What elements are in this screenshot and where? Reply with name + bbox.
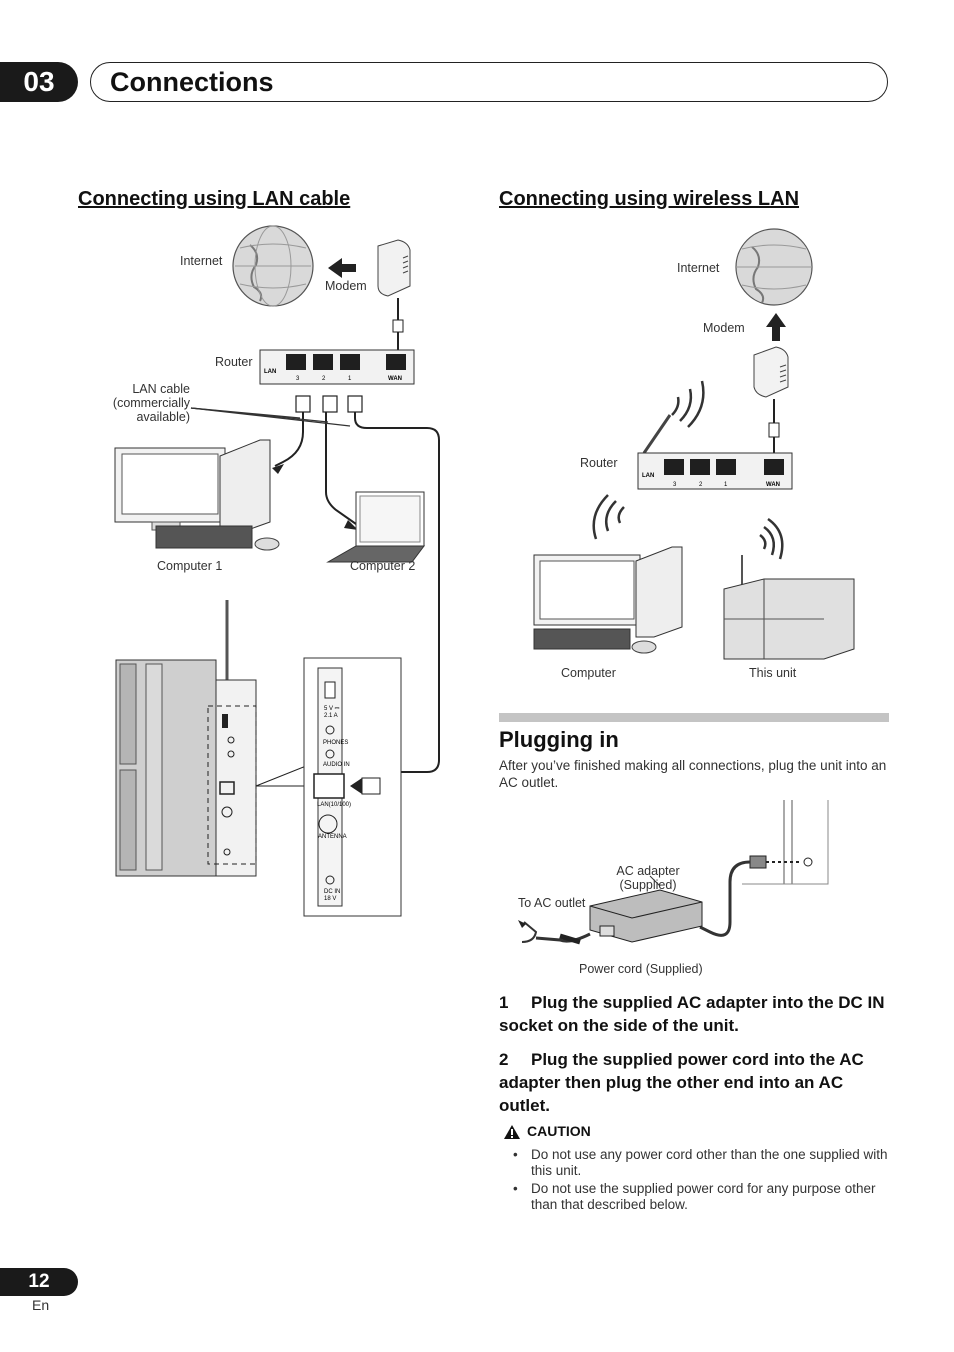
router-lan-label: LAN (264, 369, 276, 375)
panel-dc-in-label: DC IN (324, 889, 340, 895)
plugging-in-heading: Plugging in (499, 727, 619, 752)
lan-connection-diagram: LAN 3 2 1 WAN (114, 225, 440, 917)
wireless-router-icon: LAN 3 2 1 WAN (637, 414, 793, 490)
caution-item-2: •Do not use the supplied power cord for … (513, 1181, 876, 1212)
chapter-title: Connections (110, 67, 274, 97)
step-1-number: 1 (499, 993, 509, 1012)
router-lan-label: LAN (642, 473, 654, 479)
wireless-section-heading: Connecting using wireless LAN (499, 188, 800, 210)
router-port-2: 2 (699, 482, 703, 488)
power-cord-label: Power cord (Supplied) (579, 962, 703, 976)
router-wan-label: WAN (388, 376, 402, 382)
router-wan-label: WAN (766, 482, 780, 488)
computer1-label: Computer 1 (157, 559, 223, 573)
chapter-number-badge: 03 (0, 62, 78, 102)
unit-corner-icon (742, 800, 829, 885)
ac-adapter-icon (589, 889, 703, 943)
router-port-2: 2 (322, 376, 326, 382)
lan-cable-label: LAN cable (commercially available) (112, 382, 190, 424)
panel-antenna-label: ANTENNA (318, 834, 347, 840)
step-2-number: 2 (499, 1050, 509, 1069)
wireless-modem-label: Modem (703, 321, 745, 335)
wireless-connection-diagram: LAN 3 2 1 WAN (533, 228, 855, 660)
page-number-badge: 12 (0, 1268, 78, 1296)
arrow-left-icon (328, 258, 356, 278)
computer2-label: Computer 2 (350, 559, 416, 573)
ac-adapter-label: AC adapter (Supplied) (616, 864, 680, 892)
router-port-3: 3 (296, 376, 300, 382)
panel-lan-label: LAN(10/100) (317, 802, 351, 808)
modem-label: Modem (325, 279, 367, 293)
wireless-router-label: Router (580, 456, 618, 470)
ac-adapter-diagram (518, 800, 829, 945)
unit-side-view-icon (115, 600, 257, 877)
internet-globe-icon (735, 228, 813, 306)
panel-audio-in-label: AUDIO IN (323, 762, 350, 768)
modem-icon (753, 346, 789, 453)
power-cord-icon (518, 920, 591, 945)
to-ac-outlet-label: To AC outlet (518, 896, 586, 910)
panel-dc-in-rating: 18 V (324, 896, 336, 902)
router-label: Router (215, 355, 253, 369)
router-port-1: 1 (348, 376, 352, 382)
dc-plug-icon (749, 855, 802, 869)
router-port-1: 1 (724, 482, 728, 488)
computer2-icon (326, 491, 425, 563)
wireless-internet-label: Internet (677, 261, 720, 275)
internet-globe-icon (232, 225, 314, 307)
caution-title: CAUTION (527, 1123, 591, 1139)
arrow-up-icon (766, 313, 786, 341)
caution-item-1: •Do not use any power cord other than th… (513, 1147, 888, 1178)
step-1-text: Plug the supplied AC adapter into the DC… (499, 993, 885, 1035)
panel-phones-label: PHONES (323, 740, 348, 746)
wireless-computer-label: Computer (561, 666, 616, 680)
modem-icon (377, 239, 411, 352)
step-2-text: Plug the supplied power cord into the AC… (499, 1050, 864, 1115)
computer-icon (533, 546, 683, 654)
this-unit-label: This unit (749, 666, 797, 680)
router-icon: LAN 3 2 1 WAN (259, 349, 415, 385)
chapter-title-frame (90, 62, 888, 102)
router-port-3: 3 (673, 482, 677, 488)
panel-usb-label: 5 V ⎓ (324, 706, 340, 712)
section-divider-bar (499, 713, 889, 722)
lan-section-heading: Connecting using LAN cable (78, 188, 351, 210)
plugging-in-intro: After you’ve finished making all connect… (499, 758, 887, 790)
this-unit-icon (723, 555, 855, 660)
internet-label: Internet (180, 254, 223, 268)
wifi-waves-icon (592, 380, 784, 560)
panel-usb-rating: 2.1 A (324, 713, 338, 719)
warning-triangle-icon (504, 1125, 520, 1139)
computer1-icon (114, 439, 280, 551)
language-code: En (32, 1297, 50, 1313)
